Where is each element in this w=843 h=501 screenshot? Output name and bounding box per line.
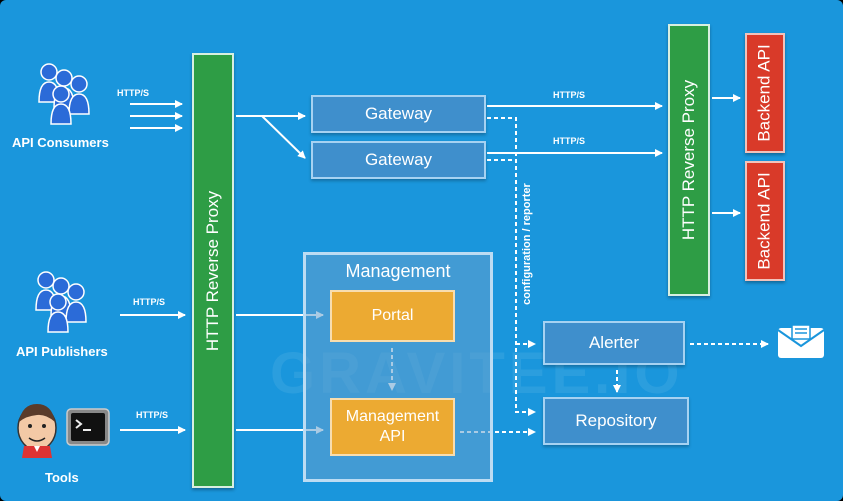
proto-gw2-out: HTTP/S <box>553 136 586 146</box>
proto-tools: HTTP/S <box>136 410 169 420</box>
terminal-icon <box>66 408 110 446</box>
jenkins-icon <box>17 404 57 458</box>
alerter-box: Alerter <box>543 321 685 365</box>
left-reverse-proxy: HTTP Reverse Proxy <box>192 53 234 488</box>
proto-publishers: HTTP/S <box>133 297 166 307</box>
backend-api-2: Backend API <box>745 161 785 281</box>
backend-api-1-label: Backend API <box>755 44 774 142</box>
right-reverse-proxy: HTTP Reverse Proxy <box>668 24 710 296</box>
arrow-proxy-gw2 <box>261 115 306 159</box>
email-icon <box>777 324 825 358</box>
left-reverse-proxy-label: HTTP Reverse Proxy <box>203 190 222 351</box>
right-reverse-proxy-label: HTTP Reverse Proxy <box>679 79 698 241</box>
backend-api-2-label: Backend API <box>755 172 774 270</box>
actor-tools-label: Tools <box>45 470 79 485</box>
management-title: Management <box>345 261 451 281</box>
portal-box: Portal <box>330 290 455 342</box>
actor-consumers-label: API Consumers <box>12 135 109 150</box>
config-reporter-label: configuration / reporter <box>521 183 533 305</box>
dotted-gw1-config <box>487 117 536 416</box>
proto-gw1-out: HTTP/S <box>553 90 586 100</box>
people-icon <box>38 63 90 125</box>
actor-publishers-label: API Publishers <box>16 344 108 359</box>
people-icon <box>35 271 87 333</box>
gateway-1: Gateway <box>311 95 486 133</box>
gateway-2: Gateway <box>311 141 486 179</box>
management-api-box: Management API <box>330 398 455 456</box>
proto-consumers: HTTP/S <box>117 88 150 98</box>
backend-api-1: Backend API <box>745 33 785 153</box>
repository-box: Repository <box>543 397 689 445</box>
